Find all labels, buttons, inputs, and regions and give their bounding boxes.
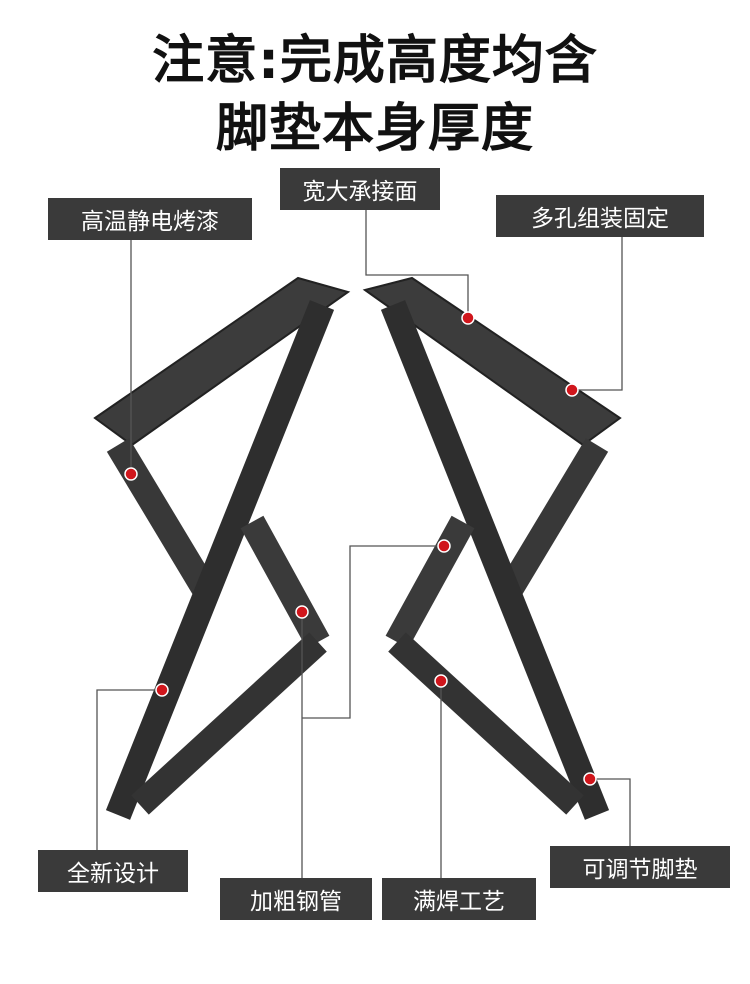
left-top-plate	[93, 276, 351, 447]
label-surface: 宽大承接面	[280, 168, 440, 210]
title-line-2: 脚垫本身厚度	[215, 99, 534, 159]
marker-dots	[124, 311, 597, 786]
label-paint: 高温静电烤漆	[48, 198, 252, 240]
label-holes: 多孔组装固定	[496, 195, 704, 237]
label-design: 全新设计	[38, 850, 188, 892]
label-tube: 加粗钢管	[220, 878, 372, 920]
label-foot: 可调节脚垫	[550, 846, 730, 888]
title-line-1: 注意:完成高度均含	[152, 31, 598, 91]
leader-lines	[96, 210, 631, 878]
label-weld: 满焊工艺	[382, 878, 536, 920]
left-leg	[93, 276, 351, 820]
right-leg	[362, 276, 622, 820]
right-top-plate	[362, 276, 622, 447]
